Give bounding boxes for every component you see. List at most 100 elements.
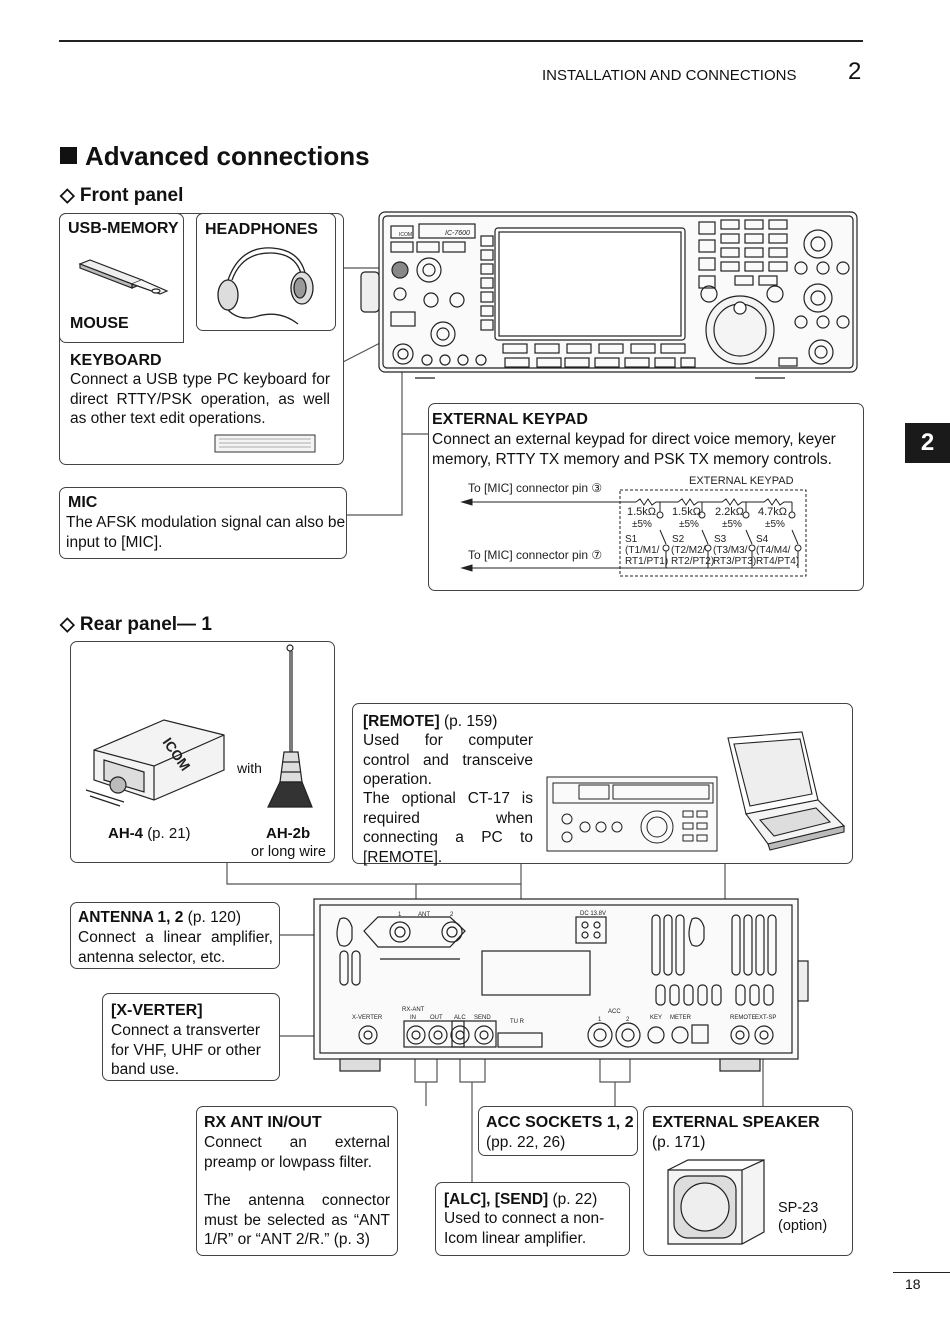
ah4-label: AH-4 [108,825,144,842]
resistor-2-value: 1.5kΩ [672,506,701,518]
keyboard-text: Connect a USB type PC keyboard for direc… [70,371,330,427]
switch-2-l2: RT2/PT2) [671,556,714,567]
switch-3-l1: (T3/M3/ [713,545,748,556]
antenna-title: ANTENNA 1, 2 [78,909,184,926]
usb-memory-title: USB-MEMORY [68,220,179,237]
transceiver-small-icon [546,776,718,852]
switch-4-name: S4 [756,534,769,545]
page-number: 18 [905,1276,921,1292]
speaker-option: (option) [778,1218,828,1234]
ah2b-sub: or long wire [251,844,326,860]
external-keypad-text: Connect an external keypad for direct vo… [432,431,836,468]
antenna-ref: (p. 120) [187,909,242,926]
rxant-text: Connect an external preamp or lowpass fi… [204,1134,390,1171]
mic-box [59,487,347,559]
antenna-text: Connect a linear amplifier, antenna sele… [78,929,273,966]
keyboard-icon [214,434,316,453]
keypad-schematic: EXTERNAL KEYPAD To [MIC] connector pin ③… [460,475,807,577]
ah2b-label: AH-2b [266,825,311,842]
remote-text2: The optional CT-17 is required when conn… [363,790,533,866]
front-panel-heading-text: Front panel [79,185,184,206]
alc-text: Used to connect a non-Icom linear amplif… [444,1210,605,1247]
with-label: with [237,760,262,776]
antenna-box [70,902,280,969]
speaker-icon [667,1159,765,1245]
ah2b-antenna-icon [267,644,313,808]
rear-panel-heading-text: Rear panel— 1 [79,614,212,635]
transceiver-front-panel: ICOM IC-7600 [360,211,858,379]
rear-acc-1: 1 [598,1017,602,1023]
resistor-1-value: 1.5kΩ [627,506,656,518]
remote-title: [REMOTE] [363,713,440,730]
rear-in: IN [410,1015,416,1021]
switch-3-name: S3 [714,534,727,545]
switch-1-l2: RT1/PT1) [625,556,668,567]
xverter-box [102,993,280,1081]
xverter-title: [X-VERTER] [111,1002,203,1019]
section-title: INSTALLATION AND CONNECTIONS [542,67,797,84]
chapter-tab-label: 2 [920,429,935,456]
mouse-title: MOUSE [70,315,129,332]
radio-brand: ICOM [399,232,412,238]
rear-extsp: EXT-SP [755,1015,776,1021]
header-rule [59,40,863,42]
headphones-icon [217,247,314,325]
rear-panel-heading: ◇ Rear panel— 1 [60,613,212,636]
speaker-title: EXTERNAL SPEAKER [652,1114,820,1131]
resistor-3-tol: ±5% [722,519,742,530]
acc-ref: (pp. 22, 26) [486,1134,566,1151]
rear-remote: REMOTE [730,1015,756,1021]
chapter-number: 2 [848,58,862,85]
speaker-ref: (p. 171) [652,1134,706,1151]
external-keypad-title: EXTERNAL KEYPAD [432,411,588,428]
acc-box [478,1106,638,1156]
resistor-4-tol: ±5% [765,519,785,530]
footer-rule [893,1272,950,1273]
resistor-1-tol: ±5% [632,519,652,530]
rear-key: KEY [650,1015,662,1021]
switch-3-l2: RT3/PT3) [713,556,756,567]
page-title-row: Advanced connections [60,141,370,172]
remote-text: Used for computer control and transceive… [363,732,533,788]
keypad-line1-label: To [MIC] connector pin ③ [468,481,602,495]
rxant-title: RX ANT IN/OUT [204,1114,322,1131]
switch-2-name: S2 [672,534,685,545]
ah4-caption: AH-4 (p. 21) [108,825,191,842]
acc-title: ACC SOCKETS 1, 2 [486,1114,634,1131]
radio-model: IC-7600 [445,230,470,237]
resistor-2-tol: ±5% [679,519,699,530]
rear-alc: ALC [454,1015,466,1021]
rear-send: SEND [474,1015,491,1021]
rxant-box [196,1106,398,1256]
switch-1-name: S1 [625,534,638,545]
rxant-text2: The antenna connector must be selected a… [204,1192,390,1248]
speaker-model: SP-23 [778,1200,819,1216]
rear-rxant: RX-ANT [402,1007,425,1013]
external-keypad-box [428,403,864,591]
laptop-icon [727,731,846,851]
switch-2-l1: (T2/M2/ [671,545,706,556]
switch-1-l1: (T1/M1/ [625,545,660,556]
antenna-heading: ANTENNA 1, 2 (p. 120) [78,908,241,928]
keyboard-title: KEYBOARD [70,352,162,369]
xverter-text: Connect a transverter for VHF, UHF or ot… [111,1022,261,1078]
usb-stick-icon [78,259,169,295]
rear-acc-2: 2 [626,1017,630,1023]
alc-ref: (p. 22) [552,1191,598,1208]
chapter-tab: 2 [905,423,950,463]
mic-text: The AFSK modulation signal can also be i… [66,514,346,551]
rear-ant: ANT [418,912,430,918]
alc-send-box [435,1182,630,1256]
alc-title: [ALC], [SEND] [444,1191,549,1208]
keypad-schematic-title: EXTERNAL KEYPAD [689,475,794,487]
ah4-tuner-icon: ICOM [85,719,225,807]
headphones-title: HEADPHONES [205,221,318,238]
switch-4-l1: (T4/M4/ [756,545,791,556]
rear-xverter: X-VERTER [352,1015,383,1021]
rear-ant-1: 1 [398,912,402,918]
remote-heading: [REMOTE] (p. 159) [363,712,497,732]
page-title: Advanced connections [85,141,370,171]
transceiver-rear-panel: 1 ANT 2 DC 13.8V X-VERTER RX-ANT IN OUT … [313,898,809,1072]
diamond-icon: ◇ [60,185,75,206]
rear-tuner: TU R [510,1019,525,1025]
